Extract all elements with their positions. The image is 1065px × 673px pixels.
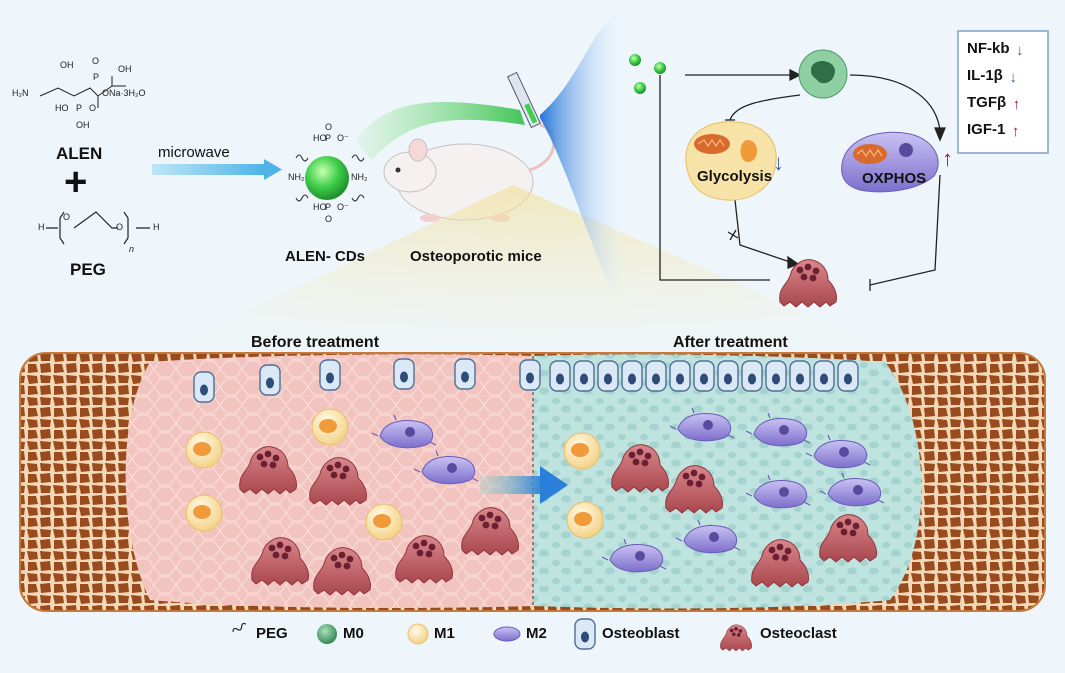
- nanoparticle-graphic: [295, 101, 525, 202]
- bone-panel: [19, 352, 1046, 612]
- legend-osteoblast: Osteoblast: [602, 625, 680, 642]
- marker-nfkb: NF-kb ↓: [967, 40, 1024, 59]
- alen-structure: [39, 76, 126, 108]
- microwave-label: microwave: [158, 144, 230, 161]
- marker-name: NF-kb: [967, 40, 1010, 57]
- np-group-o3: O⁻: [337, 202, 349, 212]
- np-group-p2: P: [325, 202, 332, 212]
- alen-atom-o2: O: [89, 103, 97, 113]
- alen-atom-o1: O: [92, 56, 100, 66]
- alen-atom-p1: P: [93, 72, 100, 82]
- oxphos-up-arrow-icon: ↑: [942, 146, 953, 171]
- oxphos-label: OXPHOS: [862, 170, 927, 187]
- alen-atom-oh3: OH: [76, 120, 90, 130]
- microwave-arrow: [152, 159, 282, 180]
- pathway-lines: [659, 68, 946, 291]
- legend-m1: M1: [434, 625, 455, 642]
- down-arrow-icon: ↓: [1009, 69, 1017, 86]
- alen-label: ALEN: [56, 144, 103, 163]
- ncd-cluster: [629, 54, 666, 94]
- alen-atom-p2: P: [76, 103, 83, 113]
- marker-name: TGFβ: [967, 94, 1007, 111]
- np-group-p1: P: [325, 133, 332, 143]
- before-treatment-title: Before treatment: [251, 334, 380, 351]
- down-arrow-icon: ↓: [1016, 42, 1024, 59]
- up-arrow-icon: ↑: [1011, 123, 1020, 140]
- alen-atom-oh1: OH: [60, 60, 74, 70]
- marker-tgfb: TGFβ ↑: [967, 94, 1020, 113]
- marker-il1b: IL-1β ↓: [967, 67, 1017, 86]
- up-arrow-icon: ↑: [1012, 96, 1021, 113]
- mouse-label: Osteoporotic mice: [410, 248, 542, 265]
- m0-macrophage: [798, 49, 848, 99]
- peg-atom-n: n: [129, 244, 135, 254]
- np-group-ho1: HO: [313, 133, 327, 143]
- alen-atom-ho: HO: [55, 103, 69, 113]
- oxphos-cell: [841, 131, 939, 193]
- np-group-o2: O: [325, 122, 333, 132]
- np-group-nh2-left: NH₂: [288, 172, 305, 182]
- peg-label: PEG: [70, 260, 106, 279]
- legend-osteoclast: Osteoclast: [760, 625, 837, 642]
- np-group-o1: O⁻: [337, 133, 349, 143]
- syringe-graphic: [506, 71, 542, 129]
- peg-atom-h1: H: [38, 222, 45, 232]
- alen-atom-h2n: H₂N: [12, 88, 29, 98]
- zoom-cone: [175, 185, 880, 345]
- marker-box: NF-kb ↓ IL-1β ↓ TGFβ ↑ IGF-1 ↑: [957, 30, 1049, 154]
- peg-atom-h2: H: [153, 222, 160, 232]
- plus-sign: +: [64, 160, 88, 204]
- legend-icons: [232, 618, 752, 652]
- glycolysis-label: Glycolysis: [697, 168, 773, 185]
- injection-fan: [540, 10, 620, 300]
- after-treatment-title: After treatment: [673, 334, 788, 351]
- np-group-o4: O: [325, 214, 333, 224]
- legend-peg: PEG: [256, 625, 288, 642]
- glycolysis-down-arrow-icon: ↓: [773, 150, 784, 175]
- peg-structure: [46, 211, 150, 245]
- marker-name: IGF-1: [967, 121, 1006, 138]
- np-group-nh2-right: NH₂: [351, 172, 368, 182]
- marker-name: IL-1β: [967, 67, 1003, 84]
- legend-m2: M2: [526, 625, 547, 642]
- peg-atom-o2: O: [116, 222, 124, 232]
- alen-atom-ona: ONa·3H₂O: [102, 88, 146, 98]
- peg-atom-o1: O: [63, 212, 71, 222]
- marker-igf1: IGF-1 ↑: [967, 121, 1019, 140]
- legend-m0: M0: [343, 625, 364, 642]
- np-group-ho2: HO: [313, 202, 327, 212]
- glycolysis-cell: [685, 121, 777, 201]
- alen-atom-oh2: OH: [118, 64, 132, 74]
- nanoparticle-label: ALEN- CDs: [285, 248, 366, 265]
